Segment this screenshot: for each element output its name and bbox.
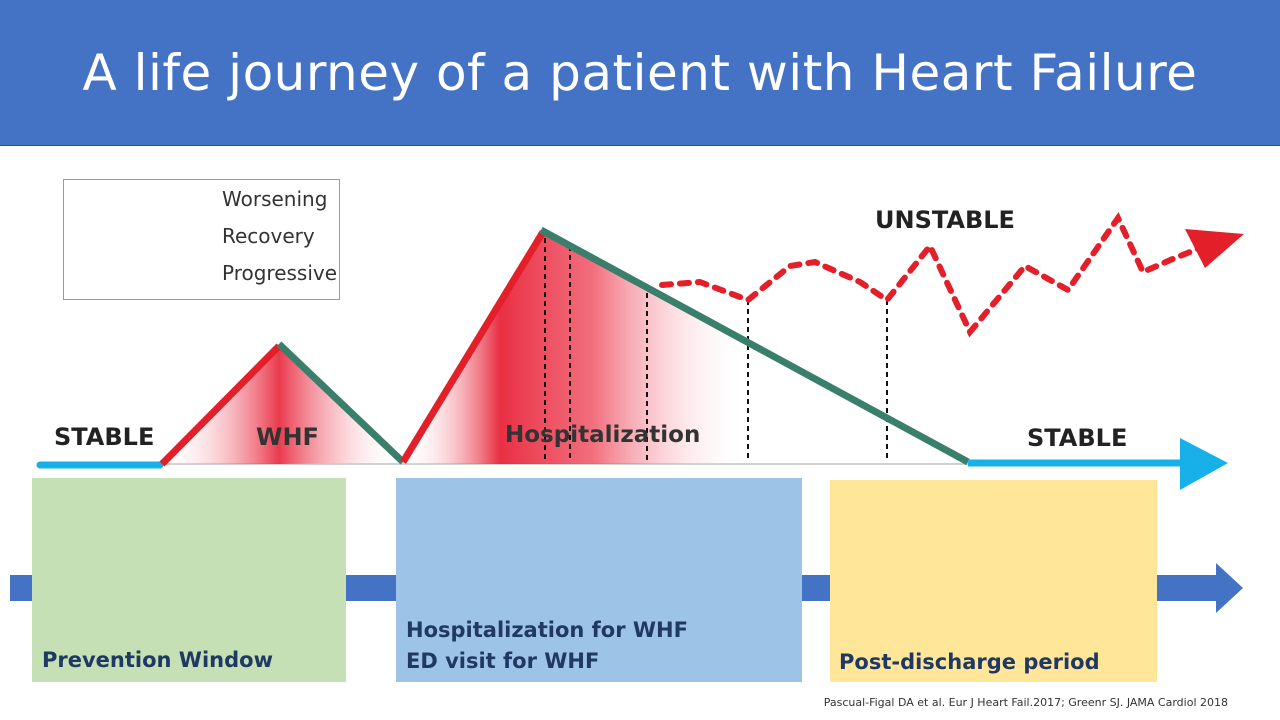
prevention-window-label: Prevention Window [42,648,273,672]
hospitalization-whf-label: Hospitalization for WHF [406,618,688,642]
legend-worsening-label: Worsening [222,187,328,211]
hospitalization-shading [403,230,748,464]
unstable-label: UNSTABLE [875,206,1015,234]
progressive-path [659,211,1203,338]
slide-title: A life journey of a patient with Heart F… [82,43,1198,102]
whf-label: WHF [256,423,319,451]
prevention-window-box: Prevention Window [32,478,346,682]
hosp-recovery-line [539,226,970,466]
legend-progressive-label: Progressive [222,261,338,285]
ed-visit-label: ED visit for WHF [406,649,600,673]
legend-recovery-label: Recovery [222,224,315,248]
whf-recovery-line [276,341,406,465]
whf-worsening-line [159,343,282,467]
stable-left-label: STABLE [54,423,155,451]
hosp-worsening-line [400,230,546,464]
stable-arrowhead [1180,438,1228,490]
timeline-arrowhead [1216,563,1243,613]
post-discharge-box: Post-discharge period [830,480,1157,682]
progressive-arrowhead [1185,229,1244,268]
hospitalization-label: Hospitalization [505,422,701,448]
stable-right-label: STABLE [1027,424,1128,452]
hospitalization-box: Hospitalization for WHF ED visit for WHF [396,478,802,682]
citation: Pascual-Figal DA et al. Eur J Heart Fail… [823,696,1228,709]
post-discharge-label: Post-discharge period [839,650,1100,674]
legend: Worsening Recovery Progressive [63,179,340,300]
title-bar: A life journey of a patient with Heart F… [0,0,1280,146]
